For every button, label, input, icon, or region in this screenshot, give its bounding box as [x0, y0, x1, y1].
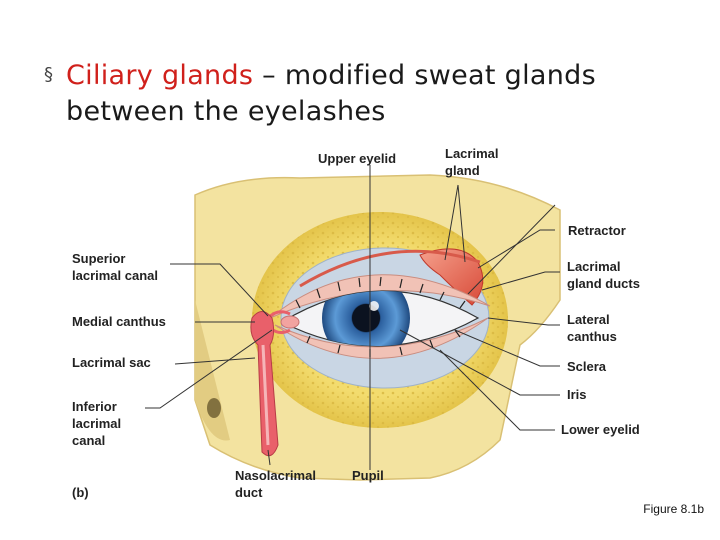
label-lower-eyelid: Lower eyelid [561, 422, 640, 437]
label-lacrimal-gland-ducts-line1: Lacrimal [567, 259, 620, 274]
bullet-separator: – [253, 60, 285, 91]
label-pupil: Pupil [352, 468, 384, 483]
label-iris: Iris [567, 387, 587, 402]
bullet-text: Ciliary glands – modified sweat glands b… [66, 58, 666, 130]
lacrimal-gland [419, 248, 484, 306]
skull-shadow [195, 300, 230, 441]
label-lacrimal-sac: Lacrimal sac [72, 355, 151, 370]
eye-highlight [369, 301, 379, 311]
label-upper-eyelid: Upper eyelid [318, 151, 396, 166]
label-retractor: Retractor [568, 223, 626, 238]
label-medial-canthus: Medial canthus [72, 314, 166, 329]
caruncle [280, 315, 300, 329]
label-inferior-lacrimal-canal-line1: Inferior [72, 399, 117, 414]
bullet-marker: § [44, 64, 53, 85]
label-nasolacrimal-duct-line1: Nasolacrimal [235, 468, 316, 483]
label-inferior-lacrimal-canal-line3: canal [72, 433, 105, 448]
nasolacrimal-duct-highlight [261, 344, 270, 446]
label-superior-lacrimal-canal-line2: lacrimal canal [72, 268, 158, 283]
label-lateral-canthus-line1: Lateral [567, 312, 610, 327]
panel-label: (b) [72, 485, 89, 500]
upper-eyelid [269, 274, 491, 319]
label-lacrimal-gland-line2: gland [445, 163, 480, 178]
label-lacrimal-gland-line1: Lacrimal [445, 146, 498, 161]
label-lacrimal-gland-ducts-line2: gland ducts [567, 276, 640, 291]
label-sclera: Sclera [567, 359, 607, 374]
leader-lines [145, 165, 560, 470]
retractor-band [299, 249, 481, 288]
figure-caption: Figure 8.1b [643, 502, 704, 516]
label-nasolacrimal-duct-line2: duct [235, 485, 263, 500]
label-inferior-lacrimal-canal-line2: lacrimal [72, 416, 121, 431]
bullet-term: Ciliary glands [66, 60, 254, 91]
label-lateral-canthus-line2: canthus [567, 329, 617, 344]
label-superior-lacrimal-canal-line1: Superior [72, 251, 125, 266]
bullet-definition: modified sweat glands between the eyelas… [66, 60, 596, 127]
pupil [352, 304, 380, 332]
bone-pit [207, 398, 221, 418]
